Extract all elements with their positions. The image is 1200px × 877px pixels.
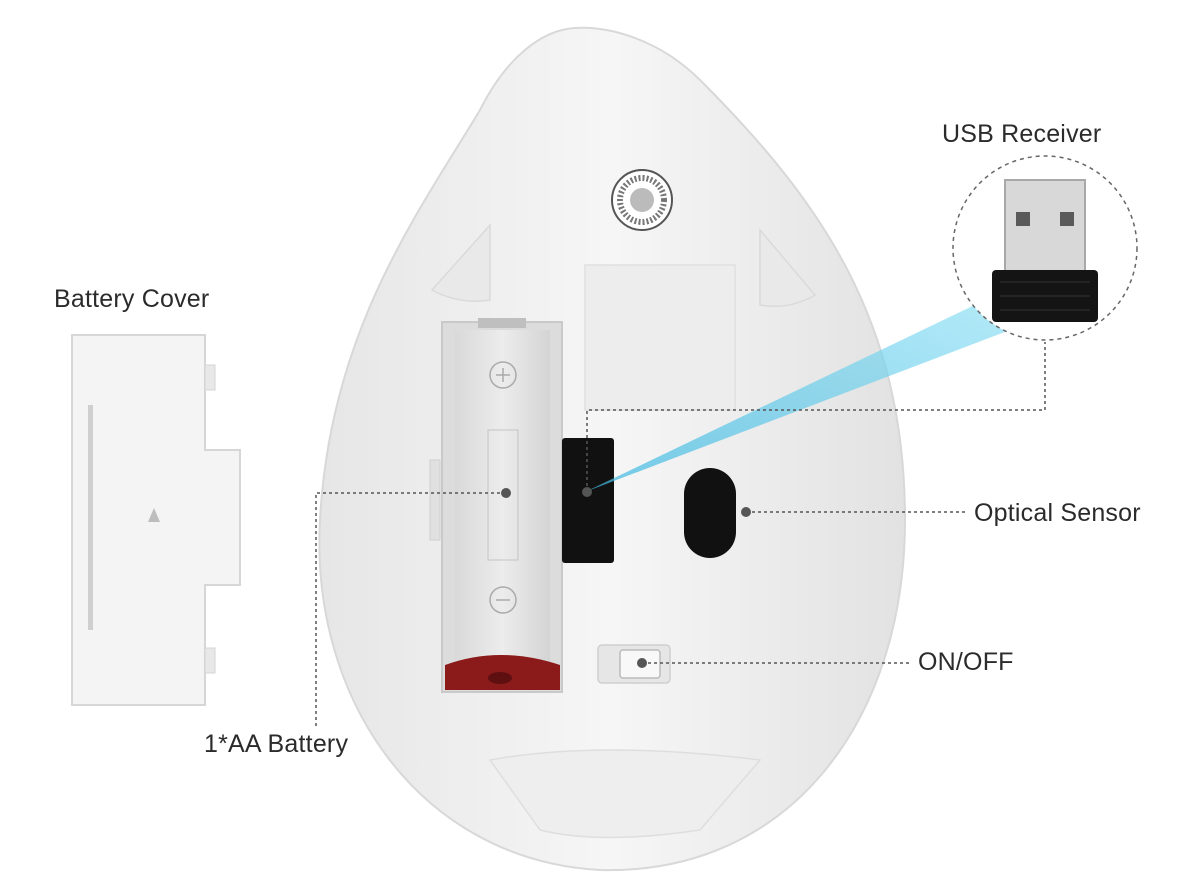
usb-slot	[562, 438, 614, 563]
battery-leader-dot	[501, 488, 511, 498]
sensor-leader-dot	[741, 507, 751, 517]
leader-lines	[315, 342, 1046, 728]
label-recess	[584, 264, 736, 411]
switch-leader-dot	[637, 658, 647, 668]
bottom-foot	[488, 749, 762, 839]
usb-receiver-label: USB Receiver	[942, 120, 1102, 148]
right-foot	[759, 227, 817, 307]
battery-cover-label: Battery Cover	[54, 285, 210, 313]
aa-battery-label: 1*AA Battery	[204, 730, 349, 758]
power-switch	[597, 644, 671, 684]
battery-cover	[71, 334, 241, 706]
usb-receiver-icon	[992, 179, 1098, 322]
certification-sticker-icon	[611, 169, 673, 231]
on-off-label: ON/OFF	[918, 648, 1014, 676]
compartment-latch	[429, 459, 441, 541]
optical-sensor-label: Optical Sensor	[974, 499, 1141, 527]
optical-sensor-icon	[684, 468, 736, 558]
usb-beam	[585, 300, 1010, 492]
left-foot	[430, 223, 491, 302]
usb-leader-dot	[582, 487, 592, 497]
battery-compartment	[441, 318, 563, 693]
